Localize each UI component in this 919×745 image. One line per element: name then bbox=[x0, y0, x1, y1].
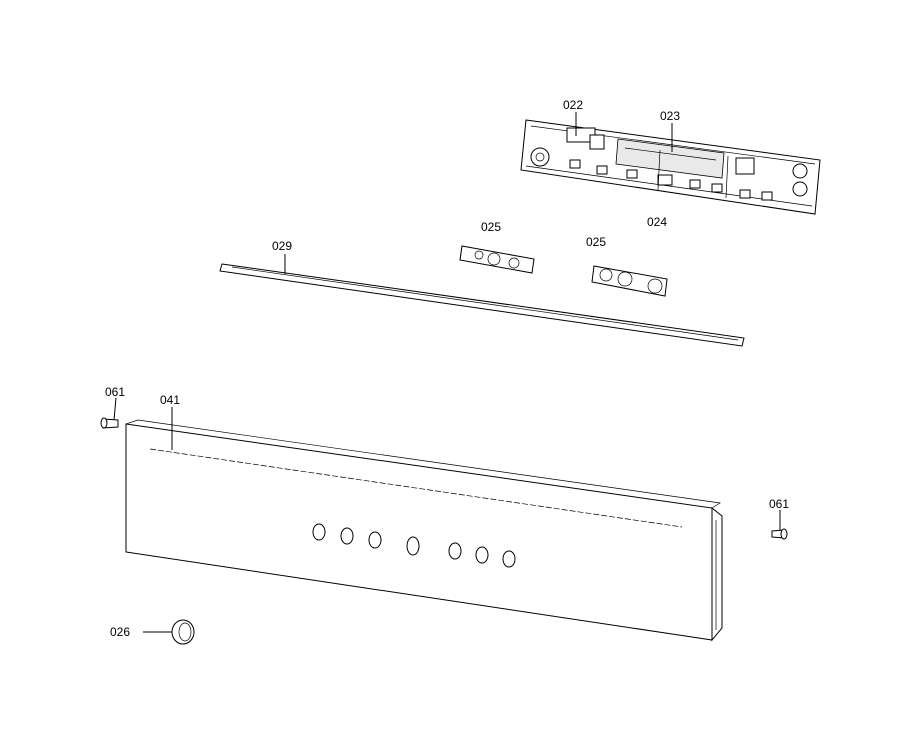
label-041: 041 bbox=[160, 393, 180, 407]
button-holder-right bbox=[591, 265, 668, 297]
control-board bbox=[520, 119, 821, 215]
label-024: 024 bbox=[647, 215, 667, 229]
label-022: 022 bbox=[563, 98, 583, 112]
screw-left bbox=[100, 417, 119, 429]
button-holder-left bbox=[459, 245, 535, 274]
knob bbox=[171, 619, 195, 645]
trim-strip bbox=[219, 263, 745, 347]
label-023: 023 bbox=[660, 109, 680, 123]
label-029: 029 bbox=[272, 239, 292, 253]
screw-right bbox=[771, 528, 788, 540]
leader-lines bbox=[113, 112, 781, 633]
label-025-left: 025 bbox=[481, 220, 501, 234]
front-panel bbox=[125, 419, 723, 642]
label-025-right: 025 bbox=[586, 235, 606, 249]
label-026: 026 bbox=[110, 625, 130, 639]
label-061-right: 061 bbox=[769, 497, 789, 511]
label-061-left: 061 bbox=[105, 385, 125, 399]
